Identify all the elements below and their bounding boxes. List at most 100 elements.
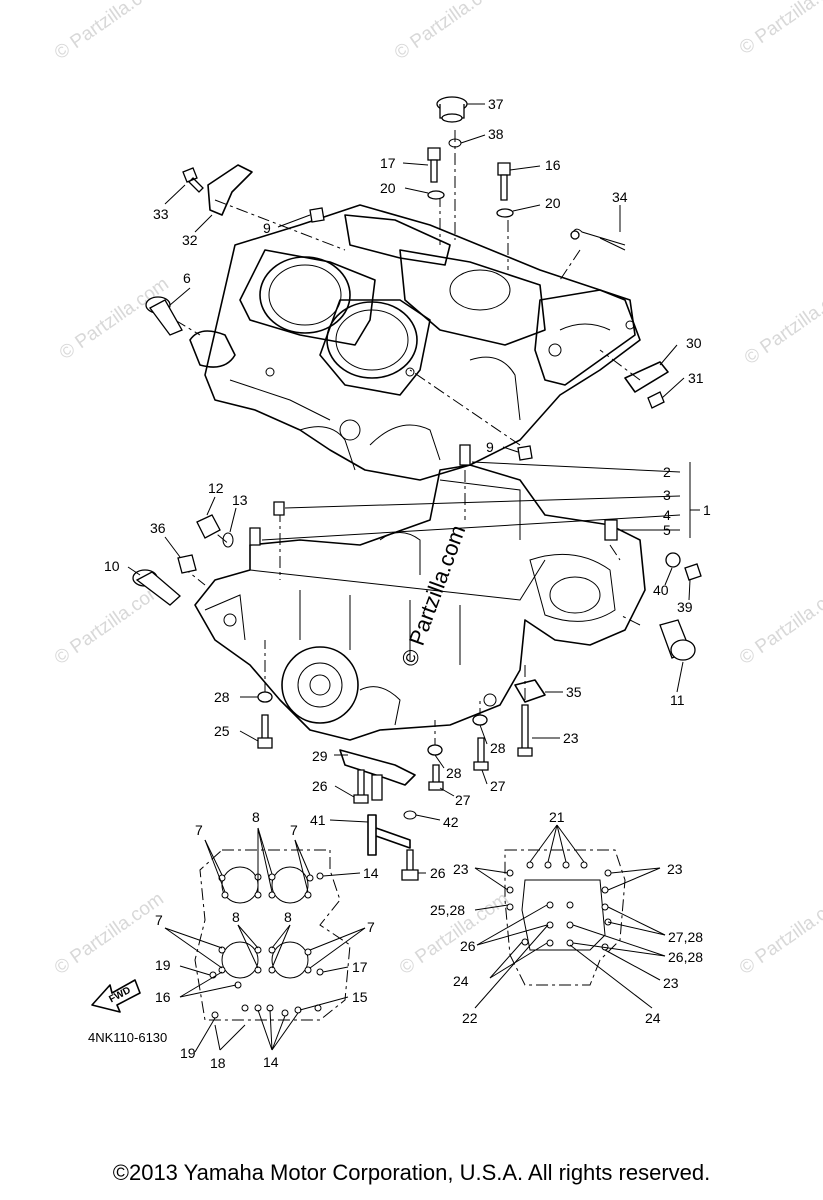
copyright-footer: ©2013 Yamaha Motor Corporation, U.S.A. A… — [112, 1160, 711, 1185]
watermark-layer: © Partzilla.com © Partzilla.com © Partzi… — [51, 0, 823, 979]
clip-icon — [514, 679, 546, 703]
bolt-icon — [257, 714, 273, 749]
leader-lines — [127, 103, 700, 874]
bolt-icon — [401, 849, 419, 881]
callout-label: 30 — [686, 335, 702, 351]
lower-crankcase — [194, 464, 646, 741]
callout-label: 19 — [155, 957, 171, 973]
callout-label: 27,28 — [668, 929, 703, 945]
callout-label: 23 — [667, 861, 683, 877]
callout-label: 8 — [284, 909, 292, 925]
callout-label: 26 — [430, 865, 446, 881]
watermark: © Partzilla.com — [51, 578, 168, 669]
callout-label: 24 — [645, 1010, 661, 1026]
callout-label: 36 — [150, 520, 166, 536]
dowel-pin-icon — [459, 444, 471, 466]
callout-label: 1 — [703, 502, 711, 518]
callout-label: 27 — [455, 792, 471, 808]
plate-icon — [339, 749, 416, 786]
watermark: © Partzilla.com — [391, 0, 508, 64]
callout-label: 23 — [453, 861, 469, 877]
callout-label: 42 — [443, 814, 459, 830]
callout-label: 17 — [380, 155, 396, 171]
callout-label: 12 — [208, 480, 224, 496]
callout-label: 29 — [312, 748, 328, 764]
bolt-icon — [353, 769, 369, 804]
callout-label: 16 — [545, 157, 561, 173]
washer-icon — [427, 744, 443, 756]
washer-icon — [257, 691, 273, 703]
crankcase-plug-icon — [659, 619, 696, 661]
sleeve-icon — [371, 774, 383, 801]
callout-label: 14 — [263, 1054, 279, 1070]
callout-label: 8 — [252, 809, 260, 825]
plug-icon — [309, 207, 325, 223]
dowel-pin-icon — [273, 501, 285, 516]
callout-label: 7 — [290, 822, 298, 838]
center-watermark: © Partzilla.com — [396, 522, 470, 670]
callout-label: 27 — [490, 778, 506, 794]
callout-label: 10 — [104, 558, 120, 574]
washer-icon — [496, 208, 514, 218]
watermark: © Partzilla.com — [51, 888, 168, 979]
callout-label: 5 — [663, 522, 671, 538]
callout-label: 33 — [153, 206, 169, 222]
alignment-lines — [174, 130, 641, 750]
callout-label: 41 — [310, 812, 326, 828]
watermark: © Partzilla.com — [56, 273, 173, 364]
callout-label: 38 — [488, 126, 504, 142]
callout-label: 16 — [155, 989, 171, 1005]
callout-label: 7 — [155, 912, 163, 928]
o-ring-icon — [222, 532, 234, 548]
bolt-icon — [647, 391, 665, 409]
callout-label: 2 — [663, 464, 671, 480]
callout-label: 20 — [380, 180, 396, 196]
callout-label: 13 — [232, 492, 248, 508]
bracket-icon — [207, 164, 253, 216]
watermark: © Partzilla.com — [736, 578, 823, 669]
callout-label: 11 — [670, 692, 685, 708]
callout-label: 35 — [566, 684, 582, 700]
o-ring-icon — [403, 810, 417, 820]
callout-label: 26 — [312, 778, 328, 794]
bolt-hole-markers — [506, 861, 612, 951]
callout-label: 20 — [545, 195, 561, 211]
washer-icon — [665, 552, 681, 568]
watermark: © Partzilla.com — [736, 0, 823, 59]
bolt-icon — [684, 563, 702, 581]
callout-label: 26,28 — [668, 949, 703, 965]
callout-label: 39 — [677, 599, 693, 615]
callout-label: 23 — [563, 730, 579, 746]
plug-icon — [517, 445, 533, 461]
upper-case-tightening-diagram — [164, 827, 366, 1053]
callout-label: 3 — [663, 487, 671, 503]
bolt-icon — [497, 162, 511, 201]
callout-label: 14 — [363, 865, 379, 881]
washer-icon — [472, 714, 488, 726]
bolt-hole-markers — [209, 872, 324, 1019]
washer-icon — [427, 190, 445, 200]
oil-filler-cap-icon — [436, 96, 468, 123]
callout-label: 23 — [663, 975, 679, 991]
callout-label: 7 — [367, 919, 375, 935]
diagram-code: 4NK110-6130 — [88, 1030, 167, 1045]
callout-label: 37 — [488, 96, 504, 112]
lower-case-tightening-diagram — [474, 824, 666, 1009]
dowel-pin-icon — [249, 527, 261, 546]
callout-label: 32 — [182, 232, 198, 248]
callout-label: 40 — [653, 582, 669, 598]
callout-label: 7 — [195, 822, 203, 838]
callout-label: 28 — [214, 689, 230, 705]
plug-icon — [177, 554, 197, 574]
callout-label: 9 — [263, 220, 271, 236]
watermark: © Partzilla.com — [736, 888, 823, 979]
callout-label: 25 — [214, 723, 230, 739]
callout-label: 17 — [352, 959, 368, 975]
watermark: © Partzilla.com — [741, 278, 823, 369]
tightening-leader-lines — [164, 827, 366, 1053]
tightening-leader-lines — [474, 824, 666, 1009]
callout-label: 6 — [183, 270, 191, 286]
callout-label: 4 — [663, 507, 671, 523]
bolt-icon — [428, 764, 444, 791]
callout-label: 25,28 — [430, 902, 465, 918]
